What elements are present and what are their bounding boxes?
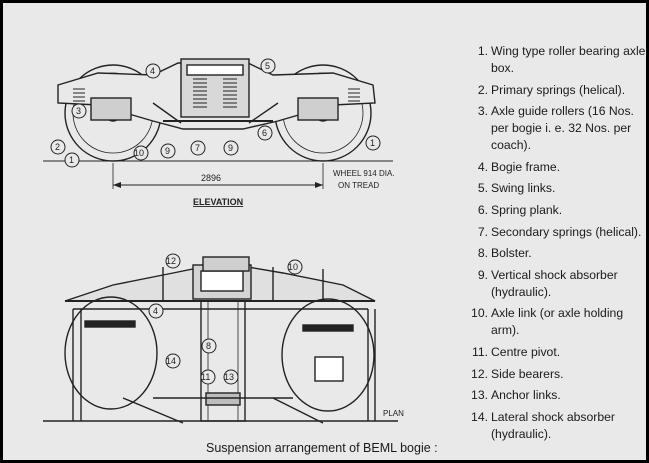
svg-text:7: 7 [195,143,200,153]
legend-item: 7.Secondary springs (helical). [477,224,642,239]
svg-text:4: 4 [150,66,155,76]
left-axle-box [90,97,132,121]
legend-item: 12.Side bearers. [471,366,564,381]
svg-text:12: 12 [166,256,176,266]
svg-text:9: 9 [165,146,170,156]
legend-item: 2.Primary springs (helical). [477,82,626,97]
plan-callouts: 12 10 4 14 8 11 13 [148,253,303,385]
svg-text:3: 3 [76,106,81,116]
left-wheelset [64,296,158,410]
plan-view: 12 10 4 14 8 11 13 PLAN [43,253,404,424]
figure-caption: Suspension arrangement of BEML bogie : [206,441,438,455]
svg-text:4: 4 [153,306,158,316]
parts-legend: 1.Wing type roller bearing axle box. 2.P… [461,43,646,447]
svg-text:10: 10 [288,262,298,272]
elevation-label: ELEVATION [193,197,243,207]
legend-item: 8.Bolster. [477,246,532,261]
svg-text:11: 11 [201,372,210,382]
bogie-drawing: 4 5 3 2 1 10 9 7 9 6 1 2896 WHEEL 914 DI… [43,58,404,424]
svg-text:1: 1 [370,138,375,148]
svg-text:2: 2 [55,142,60,152]
legend-item: 3.Axle guide rollers (16 Nos. per bogie … [477,104,634,153]
elevation-callouts: 4 5 3 2 1 10 9 7 9 6 1 [50,58,381,168]
plan-label: PLAN [383,409,404,418]
legend-item: 4.Bogie frame. [477,159,561,174]
figure-panel: 4 5 3 2 1 10 9 7 9 6 1 2896 WHEEL 914 DI… [3,3,646,460]
svg-text:10: 10 [134,148,144,158]
svg-text:1: 1 [69,155,74,165]
right-wheelset [281,298,375,412]
legend-item: 14.Lateral shock absorber (hydraulic). [471,409,615,441]
svg-text:9: 9 [228,143,233,153]
legend-item: 9.Vertical shock absorber (hydraulic). [477,267,618,299]
svg-text:5: 5 [265,61,270,71]
svg-text:13: 13 [224,372,234,382]
svg-text:6: 6 [262,128,267,138]
legend-item: 13.Anchor links. [471,388,561,403]
dimension-label: 2896 [201,173,221,183]
wheel-note-line1: WHEEL 914 DIA. [333,169,395,178]
side-bearer [202,256,250,272]
right-axle-box [297,97,339,121]
legend-item: 11.Centre pivot. [471,344,561,359]
legend-item: 1.Wing type roller bearing axle box. [477,44,646,75]
secondary-springs [193,78,237,108]
legend-item: 6.Spring plank. [477,202,563,217]
legend-item: 5.Swing links. [477,181,556,196]
svg-text:8: 8 [206,341,211,351]
elevation-view: 4 5 3 2 1 10 9 7 9 6 1 2896 WHEEL 914 DI… [43,58,395,207]
svg-text:14: 14 [166,356,176,366]
wheel-note-line2: ON TREAD [338,181,379,190]
legend-item: 10.Axle link (or axle holding arm). [471,306,624,338]
